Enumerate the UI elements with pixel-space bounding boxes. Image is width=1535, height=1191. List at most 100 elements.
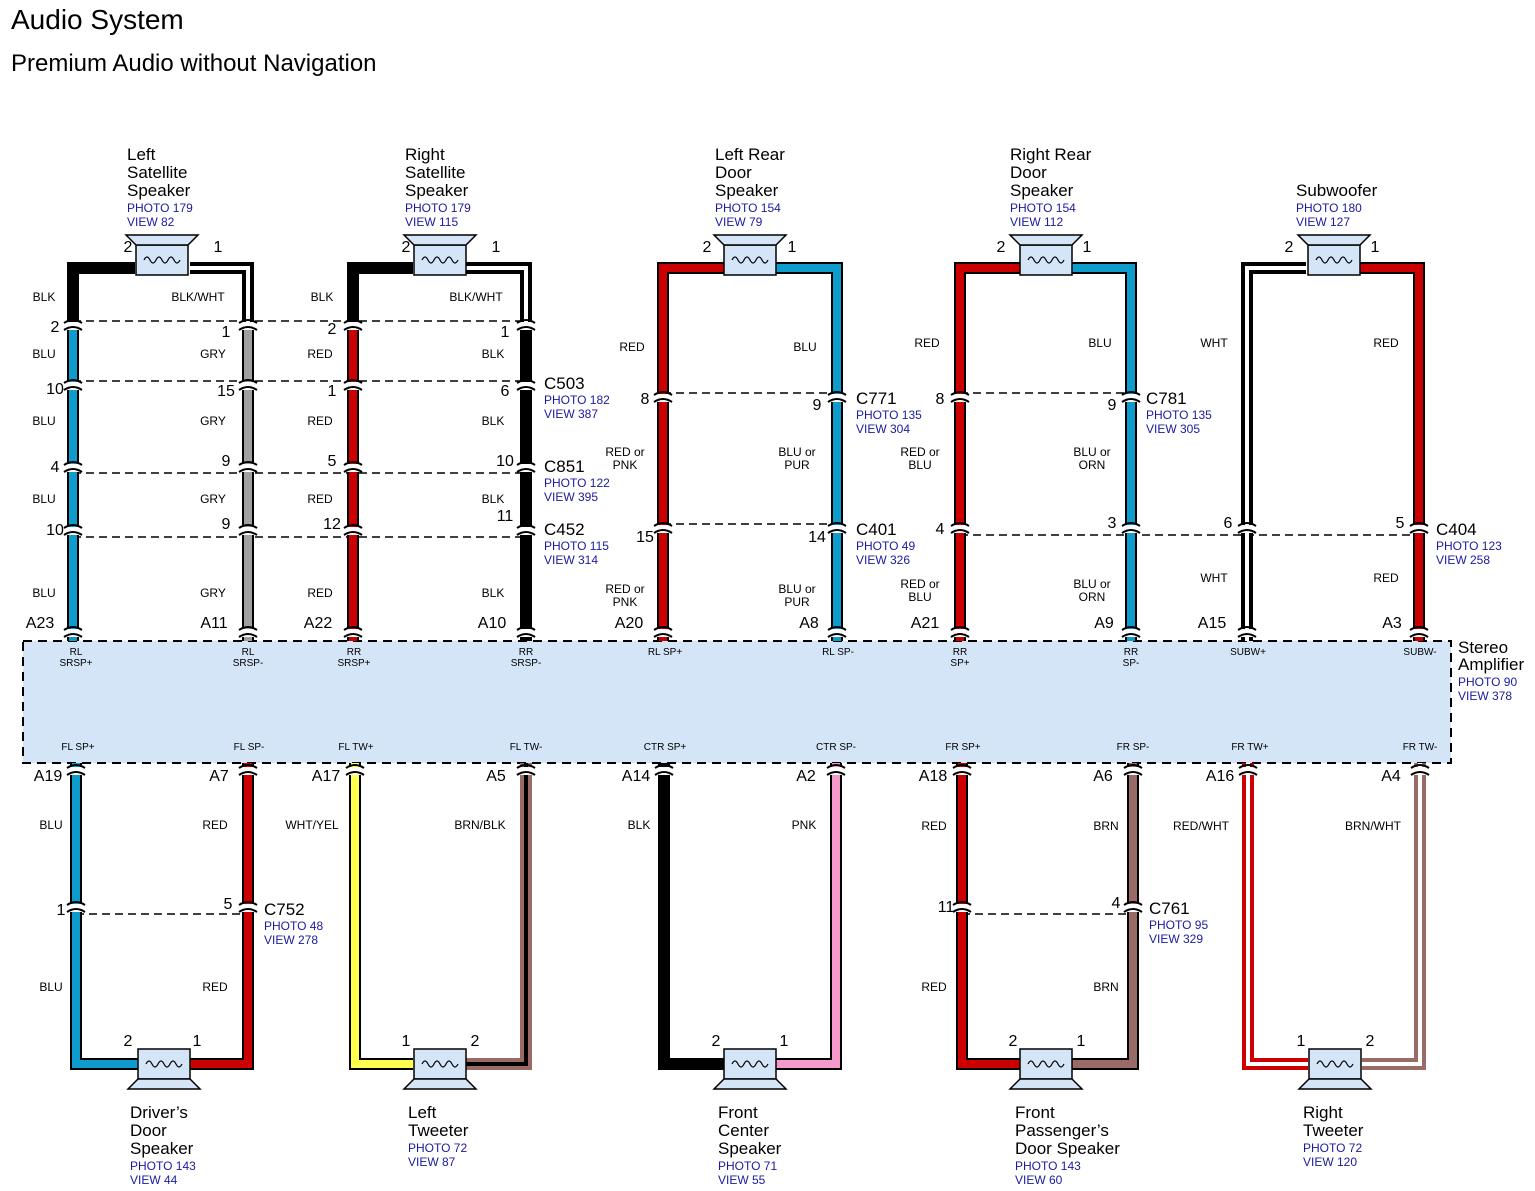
connector-pin: 4 (936, 521, 945, 538)
wire-color-label: BRN (1093, 980, 1118, 994)
speaker-ref: VIEW 127 (1296, 215, 1350, 229)
wire-color-label: ORN (1079, 458, 1106, 472)
speaker-left-tweeter-cone (402, 1078, 478, 1090)
connector-name: C781 (1146, 389, 1187, 408)
amp-terminal: SRSP+ (59, 658, 92, 669)
connector-pin: 1 (222, 324, 231, 341)
connector-ref: VIEW 314 (544, 553, 598, 567)
connector-break (1238, 771, 1258, 776)
wire-color-label: RED (1373, 336, 1399, 350)
wire-color-label: RED (921, 980, 947, 994)
speaker-left-satellite-coil-symbol (143, 256, 181, 264)
speaker-pin: 1 (214, 239, 223, 256)
amp-terminal: RR (519, 647, 533, 658)
connector-break (653, 626, 673, 631)
connector-ref: PHOTO 115 (544, 539, 609, 553)
connector-break (516, 326, 536, 331)
wire-color-label: WHT/YEL (285, 818, 339, 832)
connector-pin: 5 (1396, 515, 1405, 532)
speaker-right-tweeter-coil-symbol (1316, 1060, 1354, 1068)
speaker-ref: VIEW 112 (1010, 215, 1063, 229)
wire-color-label: RED (202, 818, 228, 832)
speaker-right-rear-door-coil-symbol (1027, 256, 1065, 264)
connector-break (516, 461, 536, 466)
connector-break (516, 379, 536, 384)
amp-terminal: RL (70, 647, 83, 658)
connector-break (63, 633, 83, 638)
wire-color-label: RED (307, 414, 333, 428)
speaker-ref: PHOTO 180 (1296, 201, 1362, 215)
wire-color-label: RED (307, 347, 333, 361)
wire-color-label: BLK/WHT (171, 290, 225, 304)
connector-name: C761 (1149, 899, 1190, 918)
connector-break (343, 531, 363, 536)
speaker-label: Front (1015, 1103, 1055, 1122)
connector-break (343, 461, 363, 466)
amp-terminal: CTR SP- (816, 742, 856, 753)
connector-pin: 6 (501, 383, 510, 400)
connector-break (950, 398, 970, 403)
wire-color-label: RED (307, 586, 333, 600)
connector-break (1123, 771, 1143, 776)
wire-rr-door-red (956, 264, 1020, 641)
connector-break (653, 529, 673, 534)
speaker-ref: PHOTO 143 (130, 1159, 196, 1173)
speaker-label: Driver’s (130, 1103, 188, 1122)
connector-break (516, 468, 536, 473)
speaker-pin: 2 (402, 239, 411, 256)
amplifier-ref: VIEW 378 (1458, 689, 1512, 703)
connector-break (343, 319, 363, 324)
connector-break (63, 468, 83, 473)
speaker-label: Center (718, 1121, 769, 1140)
speaker-ref: PHOTO 154 (1010, 201, 1076, 215)
amplifier-ref: PHOTO 90 (1458, 675, 1517, 689)
speaker-label: Speaker (127, 181, 191, 200)
connector-break (952, 908, 972, 913)
speaker-left-tweeter (402, 1048, 478, 1090)
speaker-front-passenger-door (1008, 1048, 1084, 1090)
amp-pin: A4 (1381, 768, 1401, 785)
amp-terminal: FL SP+ (61, 742, 94, 753)
speaker-pin: 1 (1077, 1033, 1086, 1050)
connector-break (1237, 626, 1257, 631)
connector-break (827, 626, 847, 631)
wire-color-label: BLU (908, 590, 931, 604)
connector-pin: 2 (328, 321, 337, 338)
wire-color-label: BRN (1093, 819, 1118, 833)
connector-break (238, 771, 258, 776)
speaker-ref: VIEW 120 (1303, 1155, 1357, 1169)
connector-break (1123, 901, 1143, 906)
wire-rr-door-blu (1072, 264, 1135, 641)
wire-color-label: BLU (32, 586, 55, 600)
amp-terminal: SRSP- (511, 658, 542, 669)
speaker-pin: 2 (124, 1033, 133, 1050)
amp-pin: A5 (486, 768, 506, 785)
connector-name: C452 (544, 520, 585, 539)
connector-break (238, 379, 258, 384)
wire-color-label: RED/WHT (1173, 819, 1230, 833)
connector-break (345, 764, 365, 769)
connector-pin: 10 (46, 522, 64, 539)
amp-pin: A14 (622, 768, 651, 785)
speaker-label: Tweeter (1303, 1121, 1364, 1140)
amp-terminal: FR SP- (1117, 742, 1150, 753)
speaker-label: Right (405, 145, 445, 164)
connector-break (1409, 529, 1429, 534)
wire-fc-pnk (776, 763, 840, 1068)
wire-sub-wht (1241, 262, 1306, 641)
amp-terminal: RR (1124, 647, 1138, 658)
connector-break (1123, 764, 1143, 769)
speaker-pin: 1 (402, 1033, 411, 1050)
amp-terminal: RL (242, 647, 255, 658)
speaker-pin: 2 (124, 239, 133, 256)
connector-break (950, 633, 970, 638)
connector-ref: VIEW 305 (1146, 422, 1200, 436)
connector-break (63, 531, 83, 536)
connector-break (343, 626, 363, 631)
wire-color-label: GRY (200, 347, 226, 361)
speaker-label: Tweeter (408, 1121, 469, 1140)
speaker-left-satellite (124, 234, 200, 276)
speaker-label: Door (130, 1121, 167, 1140)
connector-break (238, 386, 258, 391)
connector-ref: VIEW 258 (1436, 553, 1490, 567)
